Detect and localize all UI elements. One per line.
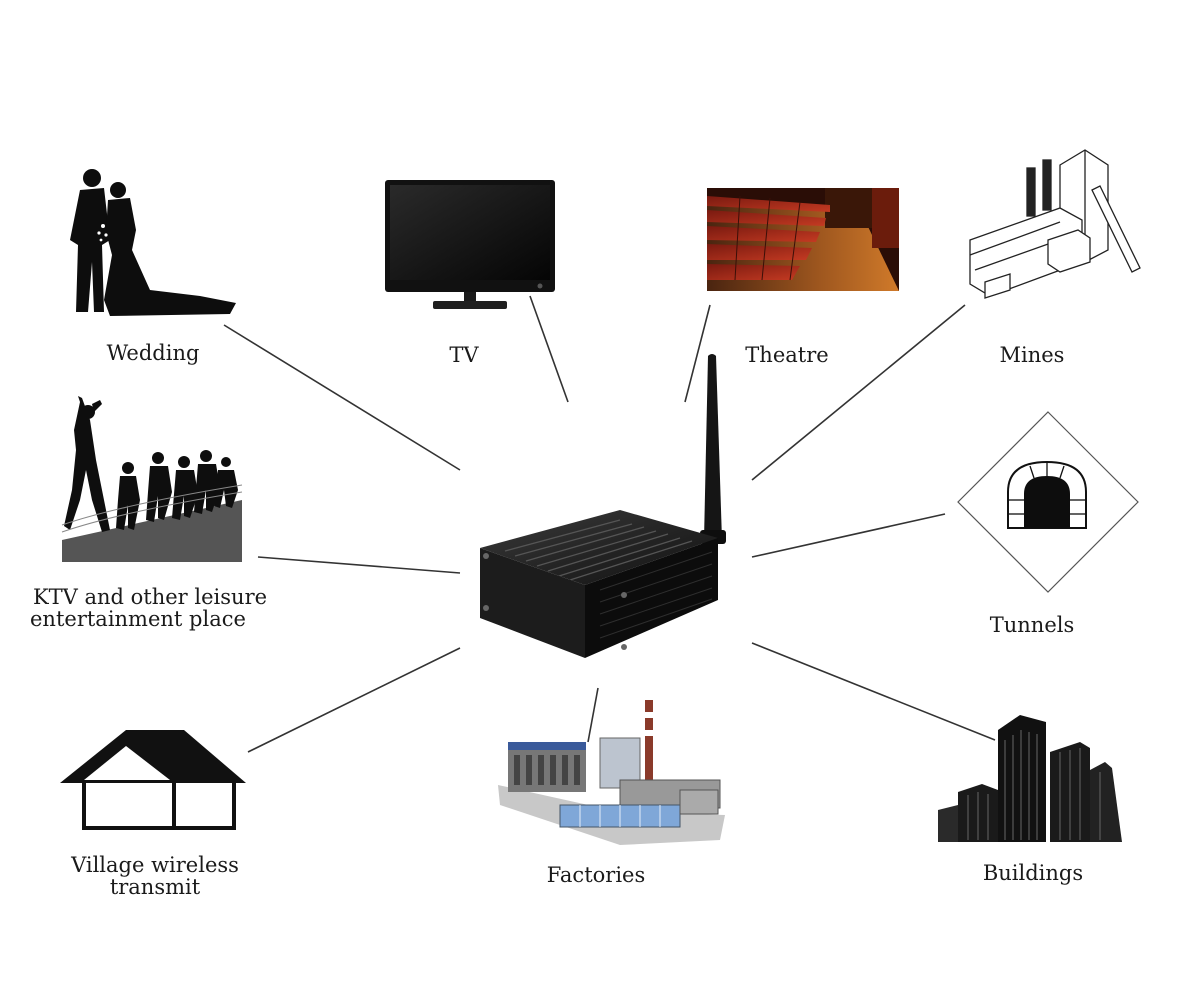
label-village-line2: transmit xyxy=(109,875,201,899)
label-tunnels: Tunnels xyxy=(976,614,1088,636)
label-mines-text: Mines xyxy=(999,343,1065,367)
connector-buildings xyxy=(751,642,996,741)
label-wedding-text: Wedding xyxy=(106,341,200,365)
label-village: Village wireless transmit xyxy=(50,854,260,898)
label-ktv-line1: KTV and other leisure xyxy=(32,585,268,609)
label-tunnels-text: Tunnels xyxy=(989,613,1075,637)
connector-tv xyxy=(529,295,569,403)
label-theatre: Theatre xyxy=(725,344,849,366)
tunnel-sign-icon xyxy=(957,411,1139,593)
connector-ktv xyxy=(257,556,461,574)
label-buildings-text: Buildings xyxy=(982,861,1084,885)
theatre-hall-icon xyxy=(707,188,899,291)
wedding-couple-icon xyxy=(70,169,236,316)
connector-village xyxy=(247,647,461,753)
label-mines: Mines xyxy=(982,344,1082,366)
connector-lines xyxy=(223,295,996,753)
label-wedding: Wedding xyxy=(88,342,218,364)
television-icon xyxy=(385,180,555,309)
label-theatre-text: Theatre xyxy=(745,343,829,367)
connector-factories xyxy=(587,687,599,743)
wireless-transmitter-icon xyxy=(480,354,726,658)
label-ktv: KTV and other leisure entertainment plac… xyxy=(12,586,288,630)
label-tv: TV xyxy=(414,344,514,366)
connector-wedding xyxy=(223,324,461,471)
connector-mines xyxy=(751,304,966,481)
house-outline-icon xyxy=(60,730,246,830)
dancing-crowd-icon xyxy=(61,396,243,562)
label-buildings: Buildings xyxy=(968,862,1098,884)
mine-plant-icon xyxy=(969,149,1141,299)
label-tv-text: TV xyxy=(449,343,479,367)
factory-complex-icon xyxy=(498,700,725,845)
label-village-line1: Village wireless xyxy=(71,853,239,877)
connector-tunnels xyxy=(751,513,946,558)
label-factories: Factories xyxy=(528,864,664,886)
connector-theatre xyxy=(684,304,711,403)
city-buildings-icon xyxy=(938,715,1122,842)
label-factories-text: Factories xyxy=(546,863,646,887)
label-ktv-line2: entertainment place xyxy=(30,607,246,631)
